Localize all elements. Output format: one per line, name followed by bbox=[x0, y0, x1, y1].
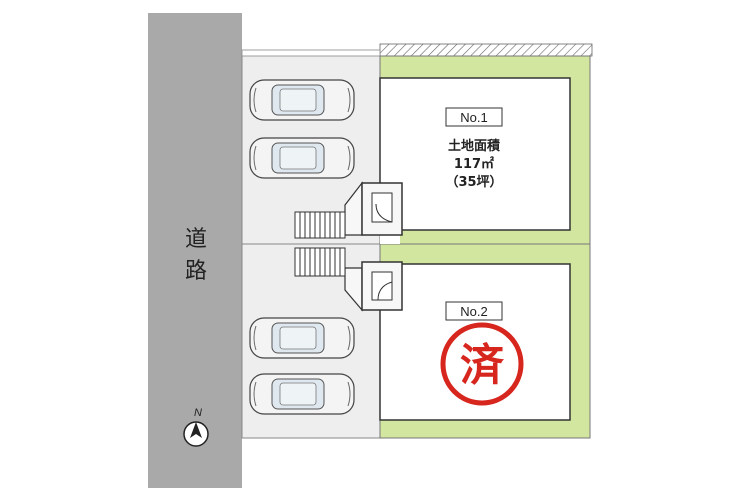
north-label: N bbox=[194, 407, 202, 419]
car-4 bbox=[249, 373, 355, 415]
car-2 bbox=[249, 137, 355, 179]
lot-2-number-box bbox=[445, 301, 503, 321]
lot-1-area-m2: 117㎡ bbox=[454, 156, 494, 172]
neighbor-boundary-hatch bbox=[379, 43, 593, 57]
lot-1-stairs bbox=[294, 211, 346, 239]
lot-1-area-tsubo: （35坪） bbox=[445, 174, 502, 190]
road-label-2: 路 bbox=[185, 259, 207, 284]
lot-1-building bbox=[379, 77, 571, 231]
north-compass-icon bbox=[183, 421, 209, 447]
lot-2-number: No.2 bbox=[460, 304, 487, 319]
lot-2-stairs bbox=[294, 247, 346, 277]
car-1 bbox=[249, 79, 355, 121]
lot-1-number: No.1 bbox=[460, 110, 487, 125]
car-3 bbox=[249, 317, 355, 359]
road bbox=[148, 13, 242, 488]
road-label-1: 道 bbox=[185, 227, 207, 252]
lot-1-area-heading: 土地面積 bbox=[448, 138, 501, 154]
sold-stamp: 済 bbox=[460, 340, 505, 391]
sold-stamp-circle bbox=[440, 322, 524, 406]
lot-1-number-box bbox=[445, 107, 503, 127]
